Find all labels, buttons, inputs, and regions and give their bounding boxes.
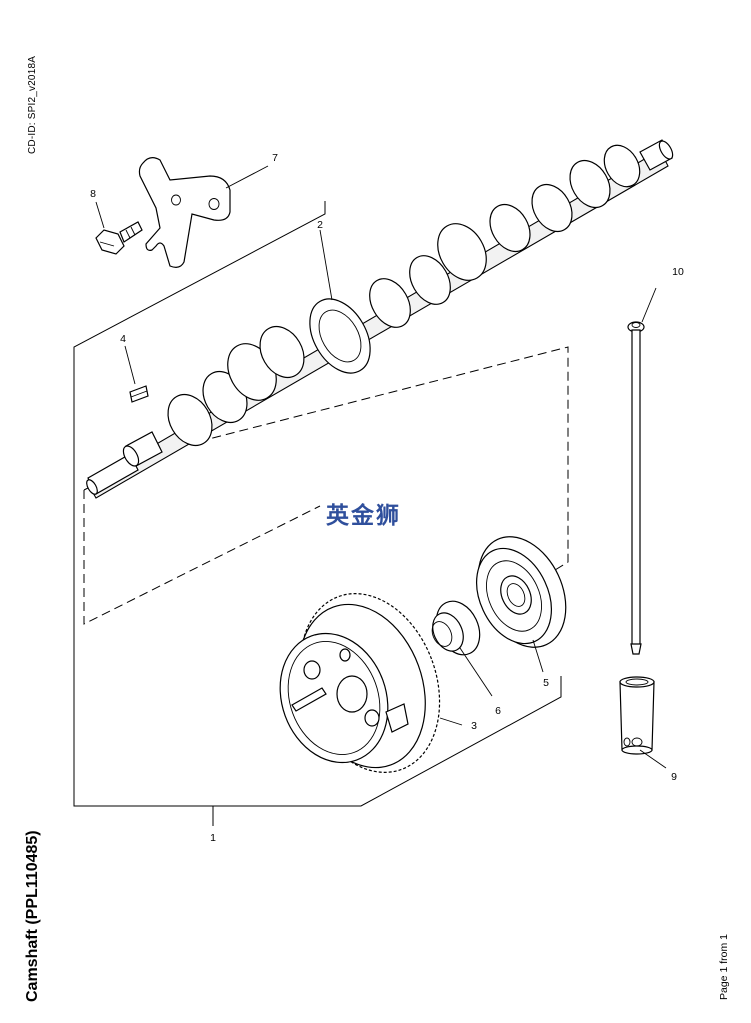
bearing-part — [476, 536, 567, 648]
leader-lines — [95, 165, 667, 769]
tappet-part — [619, 676, 655, 755]
callout-1: 1 — [210, 832, 216, 844]
callout-9: 9 — [671, 771, 677, 783]
callout-2: 2 — [317, 219, 323, 231]
callout-5: 5 — [543, 677, 549, 689]
callout-10: 10 — [672, 266, 684, 278]
bracket-part — [138, 157, 231, 268]
bolt-part — [95, 221, 143, 255]
callout-8: 8 — [90, 188, 96, 200]
woodruff-key-part — [129, 385, 149, 403]
assembly-outline — [73, 201, 562, 826]
callout-4: 4 — [120, 333, 126, 345]
camshaft-part — [86, 139, 674, 499]
spacer-ring-part — [431, 600, 481, 656]
watermark: 英金狮 — [326, 503, 401, 529]
camshaft-gear-part — [279, 593, 441, 773]
push-rod-part — [627, 321, 645, 655]
callout-3: 3 — [471, 720, 477, 732]
callout-6: 6 — [495, 705, 501, 717]
callout-7: 7 — [272, 152, 278, 164]
